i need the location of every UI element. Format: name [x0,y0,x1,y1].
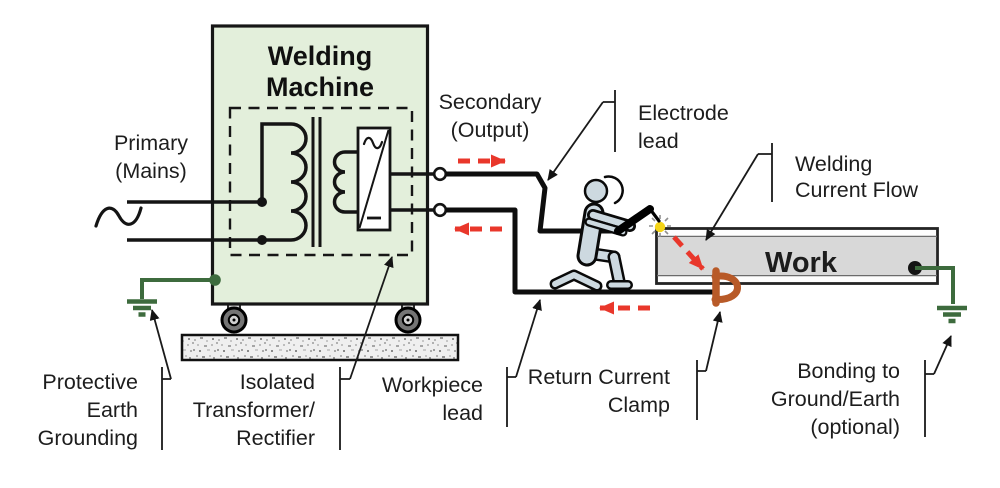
bracket-return-clamp [696,360,706,420]
transformer-primary-coil [290,122,308,242]
electrode-cable [446,171,622,234]
workpiece-cable [446,207,713,295]
label-line: (Output) [450,118,530,142]
arc-spark-icon [649,215,671,237]
leader-protective-earth [149,309,172,380]
label-line: Machine [265,72,375,102]
ac-sine-icon [94,206,143,228]
label-line: Isolated [239,370,315,394]
output-terminal-bottom [432,202,448,218]
bracket-welding-current-flow [758,143,773,202]
label-line: Protective [42,370,138,394]
label-bonding-ground: Bonding to Ground/Earth (optional) [735,357,900,441]
label-line: Return Current [527,365,670,389]
transformer-core [311,117,322,247]
label-line: Welding [267,41,373,71]
bracket-electrode-lead [603,90,616,152]
label-line: Bonding to [797,359,900,383]
welding-cables [446,171,713,295]
return-clamp [711,267,741,307]
callout-brackets [149,90,952,450]
bracket-isolated-transformer [339,367,350,450]
label-line: Primary [113,131,189,155]
label-protective-earth-grounding: Protective Earth Grounding [0,368,138,452]
caster-wheel-right [394,301,422,334]
machine-title: Welding Machine [222,41,418,103]
label-line: Clamp [607,393,670,417]
label-line: (optional) [810,415,900,439]
earth-junction-dot [209,274,221,286]
leader-isolated-transformer [349,256,394,380]
bonding-wire [915,266,955,304]
label-line: Earth [86,398,138,422]
junction-dot [257,197,267,207]
label-isolated-transformer-rectifier: Isolated Transformer/ Rectifier [155,368,315,452]
bracket-protective-earth [161,367,171,450]
label-welding-current-flow: Welding Current Flow [795,151,918,203]
label-line: Rectifier [236,426,315,450]
label-line: Welding [795,152,873,176]
transformer-rectifier [257,117,448,247]
label-line: Current Flow [795,178,919,202]
label-line: Ground/Earth [770,387,900,411]
junction-dot [257,235,267,245]
bonding-ground [915,266,967,324]
label-line: (Mains) [115,159,187,183]
label-line: Grounding [37,426,138,450]
label-electrode-lead: Electrode lead [638,99,729,155]
mains-input [94,200,262,242]
label-line: Work [765,247,837,279]
leader-electrode-lead [547,101,604,181]
welder-collar [603,175,624,205]
label-return-current-clamp: Return Current Clamp [510,363,670,419]
secondary-output-wires [390,172,434,212]
label-line: Secondary [438,90,542,114]
transformer-secondary-coil [332,150,346,214]
bracket-workpiece-lead [506,367,516,427]
label-line: lead [442,401,483,425]
label-line: Electrode [638,101,729,125]
output-terminal-top [432,166,448,182]
rectifier-diagonal [358,129,390,229]
welder-head [583,178,609,204]
electrode-holder [614,205,661,235]
label-line: lead [638,129,679,153]
rectifier-ac-symbol [362,136,384,150]
caster-wheel-left [220,301,248,334]
bracket-bonding [924,360,934,437]
label-secondary-output: Secondary (Output) [425,88,555,144]
label-work: Work [745,247,857,279]
leader-bonding [933,335,952,375]
label-workpiece-lead: Workpiece lead [355,371,483,427]
current-arrow-through-work [672,235,705,271]
label-line: Workpiece [381,373,483,397]
floor-platform [180,333,460,362]
isolation-dashed-border [228,106,414,257]
leader-welding-current-flow [705,153,759,241]
electrode-stick [648,207,661,223]
protective-earth-wire [140,278,214,299]
current-flow-arrows [454,154,705,315]
leader-workpiece-lead [515,299,542,378]
leader-return-clamp [705,311,723,372]
label-primary-mains: Primary (Mains) [61,129,241,185]
label-line: Transformer/ [192,398,315,422]
protective-earth-ground [127,274,221,317]
